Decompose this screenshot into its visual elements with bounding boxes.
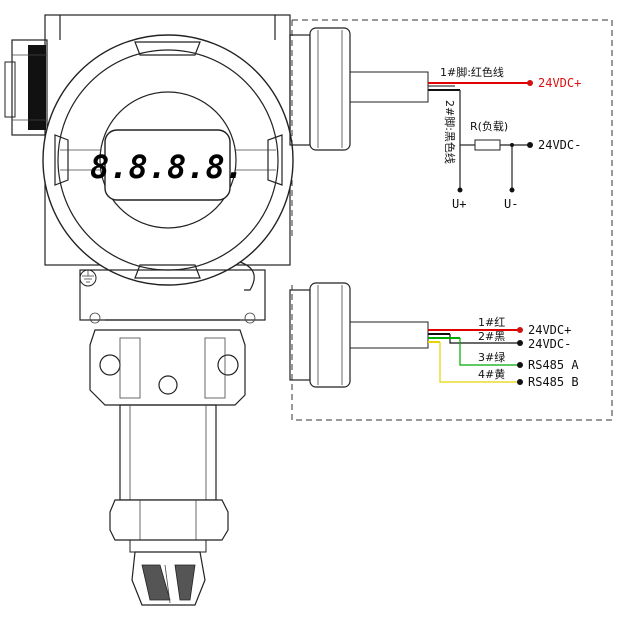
pin2-label: 2#脚:黑色线 <box>443 100 457 164</box>
ground-icon <box>79 269 97 287</box>
load-label: R(负载) <box>470 119 508 133</box>
top-wiring <box>428 80 533 193</box>
u-minus-label: U- <box>504 197 518 211</box>
term2-label: 24VDC- <box>528 337 571 351</box>
transmitter-housing: 8.8.8.8. <box>4 14 294 606</box>
wire3-label: 3#绿 <box>478 350 505 364</box>
pin1-label: 1#脚:红色线 <box>440 65 504 79</box>
supply-neg-label: 24VDC- <box>538 138 581 152</box>
lcd-window <box>104 129 231 201</box>
wire4-label: 4#黄 <box>478 367 505 381</box>
lower-cable-gland <box>289 282 429 388</box>
wire2-label: 2#黑 <box>478 330 505 343</box>
bottom-wiring <box>428 327 523 385</box>
dashed-boundary <box>291 19 613 421</box>
u-plus-label: U+ <box>452 197 466 211</box>
upper-right-cable-gland <box>289 27 429 151</box>
left-cable-gland <box>4 39 48 136</box>
term4-label: RS485 B <box>528 375 579 389</box>
supply-pos-label: 24VDC+ <box>538 76 581 90</box>
term1-label: 24VDC+ <box>528 323 571 337</box>
wire1-label: 1#红 <box>478 316 505 329</box>
lcd-reading: 8.8.8.8. <box>90 148 244 186</box>
term3-label: RS485 A <box>528 358 579 372</box>
